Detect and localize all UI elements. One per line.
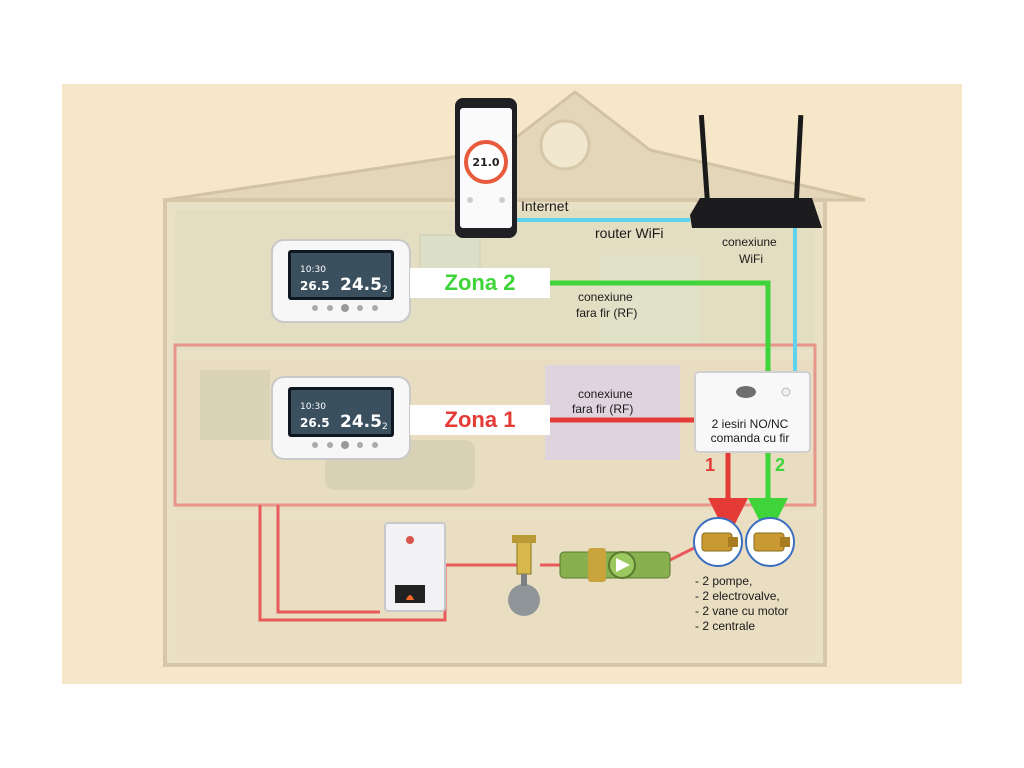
controller-line1: 2 iesiri NO/NC xyxy=(711,417,789,431)
zone1-label: Zona 1 xyxy=(410,405,550,435)
wifi-connection-line xyxy=(517,218,797,375)
rf-zone2-label-2: fara fir (RF) xyxy=(576,306,638,320)
smartphone-icon: 21.0 xyxy=(455,98,517,238)
valve-icon-2 xyxy=(745,517,795,567)
controller-icon xyxy=(694,371,811,453)
zone2-label: Zona 2 xyxy=(410,268,550,298)
thermostat-zone1-zone-number: 2 xyxy=(382,422,388,432)
thermostat-zone1-temp-big: 24.5 xyxy=(340,412,382,432)
rf-zone1-label-2: fara fir (RF) xyxy=(572,402,634,416)
router-label: router WiFi xyxy=(595,225,664,241)
thermostat-zone2-icon: 10:30 26.5 24.5 2 xyxy=(271,239,411,323)
expansion-tank-icon xyxy=(508,535,540,616)
valve-icon-1 xyxy=(693,517,743,567)
rf-zone2-label-1: conexiune xyxy=(578,290,633,304)
wifi-connection-label-2: WiFi xyxy=(739,252,763,266)
heating-pipes-main xyxy=(258,505,701,622)
devices-list: - 2 pompe, - 2 electrovalve, - 2 vane cu… xyxy=(695,574,788,634)
internet-label: Internet xyxy=(521,198,569,214)
thermostat-zone1-time: 10:30 xyxy=(300,402,326,412)
output-1-label: 1 xyxy=(705,455,716,475)
boiler-icon xyxy=(384,522,446,612)
phone-temperature: 21.0 xyxy=(472,156,499,169)
devices-list-item: - 2 pompe, xyxy=(695,574,753,588)
thermostat-zone1-temp-small: 26.5 xyxy=(300,416,330,430)
controller-description: 2 iesiri NO/NC comanda cu fir xyxy=(700,417,800,445)
pump-icon xyxy=(559,548,671,582)
wifi-connection-label-1: conexiune xyxy=(722,235,777,249)
heating-pipes xyxy=(173,343,817,507)
thermostat-zone2-zone-number: 2 xyxy=(382,285,388,295)
controller-line2: comanda cu fir xyxy=(710,431,790,445)
output-2-label: 2 xyxy=(775,455,786,475)
devices-list-item: - 2 centrale xyxy=(695,619,756,633)
rf-zone1-label-1: conexiune xyxy=(578,387,633,401)
devices-list-item: - 2 vane cu motor xyxy=(695,604,789,618)
router-icon xyxy=(690,114,822,228)
thermostat-zone1-icon: 10:30 26.5 24.5 2 xyxy=(271,376,411,460)
thermostat-zone2-temp-big: 24.5 xyxy=(340,275,382,295)
thermostat-zone2-time: 10:30 xyxy=(300,265,326,275)
devices-list-item: - 2 electrovalve, xyxy=(695,589,780,603)
thermostat-zone2-temp-small: 26.5 xyxy=(300,279,330,293)
